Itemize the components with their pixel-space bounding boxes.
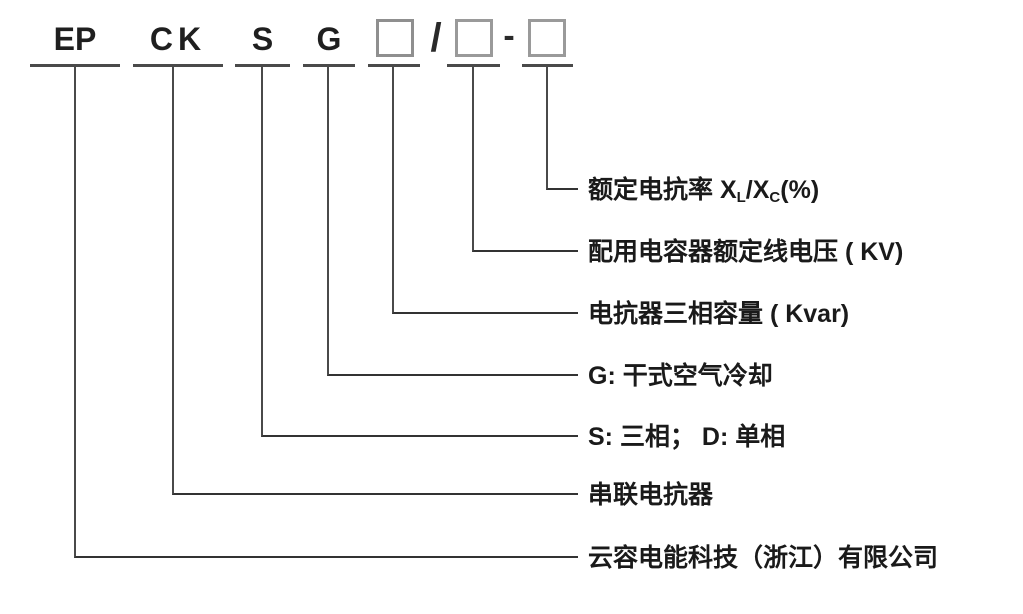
subscript-l: L (736, 189, 746, 206)
code-letter-g: G (316, 21, 342, 57)
label-rated-reactance-rate-pre: 额定电抗率 X (588, 176, 737, 204)
underline-g (303, 64, 355, 67)
code-letter-s: S (251, 21, 274, 57)
subscript-c: C (769, 189, 781, 206)
dash-separator: - (503, 17, 515, 55)
label-rated-reactance-rate-post: (%) (780, 176, 820, 204)
leader-line-reactance-rate (546, 67, 578, 190)
underline-ck (133, 64, 223, 67)
code-box-capacity (376, 19, 414, 57)
underline-box1 (368, 64, 420, 67)
underline-ep (30, 64, 120, 67)
code-box-reactance-rate (528, 19, 566, 57)
underline-box2 (447, 64, 500, 67)
code-letter-ep: EP (53, 21, 97, 57)
label-company: 云容电能科技（浙江）有限公司 (588, 544, 939, 572)
leader-line-capacity (392, 67, 578, 314)
leader-line-cooling (327, 67, 578, 376)
leader-line-voltage (472, 67, 578, 252)
label-reactor-three-phase-capacity: 电抗器三相容量 ( Kvar) (588, 300, 850, 328)
code-letter-ck: CK (149, 21, 207, 57)
slash-separator: / (430, 16, 442, 60)
label-capacitor-rated-line-voltage: 配用电容器额定线电压 ( KV) (588, 238, 904, 266)
label-phase: S: 三相； D: 单相 (588, 423, 786, 451)
code-box-voltage (455, 19, 493, 57)
label-rated-reactance-rate: 额定电抗率 XL/XC(%) (588, 173, 819, 207)
label-product-type: 串联电抗器 (588, 481, 714, 509)
leader-line-product-type (172, 67, 578, 495)
underline-box3 (522, 64, 573, 67)
label-cooling: G: 干式空气冷却 (588, 362, 773, 390)
label-rated-reactance-rate-mid: /X (745, 176, 770, 204)
leader-line-phase (261, 67, 578, 437)
underline-s (235, 64, 290, 67)
leader-line-company (74, 67, 578, 558)
